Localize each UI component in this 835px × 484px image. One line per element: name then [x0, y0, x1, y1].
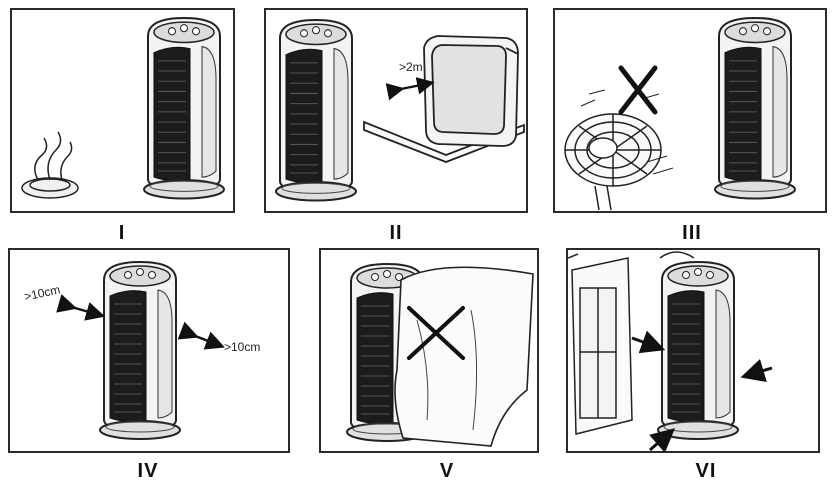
heater-icon: [657, 261, 739, 440]
heater-icon: [142, 16, 226, 200]
fan-icon: [564, 89, 674, 211]
panel-i: [10, 8, 235, 213]
panel-label-ii: II: [389, 222, 403, 244]
prohibited-x-icon: [407, 306, 465, 360]
television-icon: [363, 35, 525, 163]
right-distance-label: >10cm: [224, 340, 261, 354]
heater-icon: [713, 16, 797, 200]
panel-v: [319, 248, 539, 453]
panel-iii: [553, 8, 827, 213]
panel-label-iii: III: [682, 222, 702, 244]
distance-label: >2m: [399, 60, 423, 74]
panel-vi-illustration: [568, 251, 773, 451]
heater-icon: [99, 261, 181, 440]
right-distance-arrow: [177, 321, 225, 350]
panel-label-v: V: [439, 460, 455, 482]
panel-i-illustration: [21, 16, 226, 200]
arrow-left: [631, 330, 666, 354]
heater-icon: [274, 18, 358, 202]
panel-ii-illustration: [274, 18, 525, 202]
prohibited-x-icon: [618, 65, 658, 115]
panel-iii-illustration: [564, 16, 797, 211]
panel-iv: >10cm >10cm: [8, 248, 290, 453]
panel-label-iv: IV: [137, 460, 159, 482]
left-distance-arrow: [56, 294, 106, 321]
arrow-right: [740, 359, 773, 383]
panel-ii: >2m: [264, 8, 528, 213]
arrow-bottom: [649, 428, 676, 451]
hot-dish-icon: [21, 131, 79, 199]
panel-vi: [566, 248, 820, 453]
panel-label-i: I: [118, 222, 126, 244]
panel-v-illustration: [346, 263, 534, 447]
panel-label-vi: VI: [695, 460, 717, 482]
distance-arrow: [385, 77, 435, 101]
curtain-window-icon: [571, 257, 633, 435]
panel-iv-illustration: [56, 261, 225, 440]
